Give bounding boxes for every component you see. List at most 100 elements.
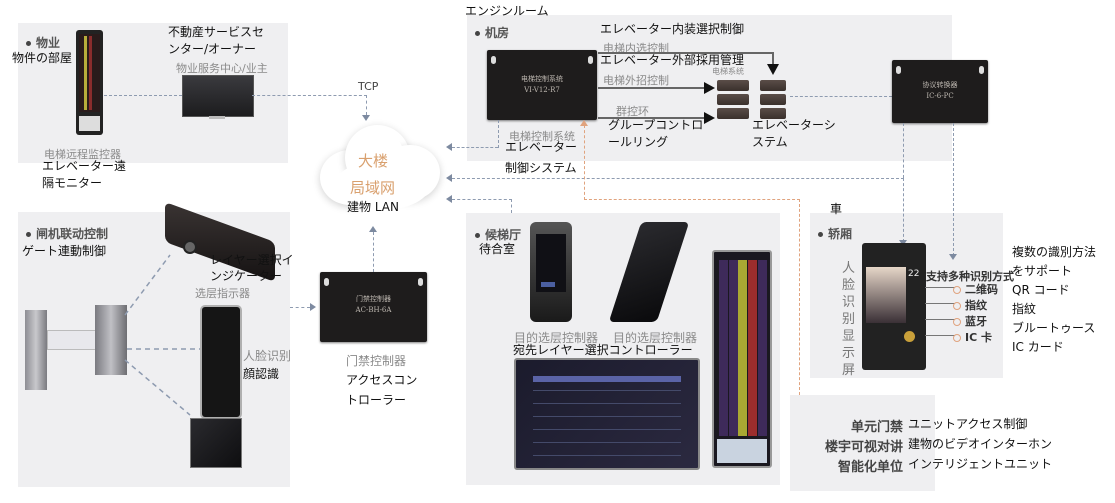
multi-id-cn: 支持多种识别方式 — [926, 270, 1014, 283]
orange-connector-vertical-2 — [799, 199, 800, 395]
turnstile-right — [95, 305, 127, 375]
face-display-label-cn: 人脸识别显示屏 — [842, 261, 856, 378]
connector-pc-to-tcp — [252, 95, 367, 96]
remote-monitor-device — [76, 30, 103, 135]
connector-lobby-up — [511, 199, 512, 213]
face-recognition-device — [200, 305, 242, 419]
inner-select-line — [598, 52, 773, 54]
elevator-system-stack-1 — [717, 80, 749, 122]
unit-intercom-jp: 建物のビデオインターホン — [908, 437, 1053, 451]
inner-select-arrow — [767, 64, 779, 75]
connector-controller-down — [498, 120, 499, 148]
group-ring-arrow — [704, 112, 715, 124]
access-controller-jp-2: トローラー — [346, 393, 407, 407]
monitor-stand — [209, 116, 225, 119]
arrow-controller-to-cloud — [446, 143, 452, 151]
connector-converter-to-cloud — [452, 178, 904, 179]
destination-controller-jp: 宛先レイヤー選択コントローラー — [513, 343, 693, 357]
multi-id-jp-1: 複数の識別方法 — [1012, 245, 1097, 259]
inner-select-jp: エレベーター内装選択制御 — [600, 22, 745, 36]
arrow-to-cloud — [362, 115, 370, 121]
remote-monitor-jp-1: エレベーター遠 — [42, 159, 127, 173]
elevator-system-cn: 电梯系统 — [712, 67, 744, 76]
remote-monitor-jp-2: 隔モニター — [42, 176, 103, 190]
property-section-title: 物业 — [26, 34, 60, 51]
arrow-gate-to-access — [310, 303, 316, 311]
controller-system-jp-1: エレベーター — [505, 140, 578, 154]
remote-monitor-cn: 电梯远程监控器 — [44, 148, 121, 161]
elevator-control-system-device: 电梯控制系统 VI-V12-R7 — [487, 50, 597, 120]
orange-connector-vertical-1 — [584, 125, 585, 200]
lobby-section-jp: 待合室 — [479, 242, 516, 256]
turnstile-left — [25, 310, 47, 390]
lobby-section-title: 候梯厅 — [475, 226, 521, 243]
lobby-dispatch-screen — [514, 358, 700, 470]
property-section-jp: 物件の部屋 — [12, 51, 73, 65]
cloud-label-cn-1: 大楼 — [358, 152, 389, 170]
elevator-system-jp-2: ステム — [752, 135, 788, 149]
machine-room-section-title: 机房 — [475, 24, 509, 41]
car-header-jp: 車 — [830, 202, 843, 216]
service-center-cn: 物业服务中心/业主 — [176, 62, 268, 75]
cloud-label-cn-2: 局域网 — [350, 179, 396, 197]
id-line-qr — [925, 287, 955, 288]
arrow-lobby-to-cloud — [446, 195, 452, 203]
connector-gate-to-access — [290, 307, 310, 308]
service-center-jp-1: 不動産サービスセ — [168, 25, 265, 39]
orange-arrow-up — [580, 120, 588, 126]
outer-call-cn: 电梯外招控制 — [603, 74, 669, 87]
id-method-qr-cn: 二维码 — [953, 281, 998, 297]
destination-keypad-device — [530, 222, 572, 322]
id-method-bluetooth-cn: 蓝牙 — [953, 313, 987, 329]
arrow-converter-to-cloud — [446, 174, 452, 182]
unit-intercom-cn: 楼宇可视对讲 — [824, 440, 903, 455]
outer-call-jp: エレベーター外部採用管理 — [600, 53, 745, 67]
connector-controller-to-cloud — [452, 147, 498, 148]
elevator-system-jp-1: エレベーターシ — [752, 118, 836, 132]
gate-section-title: 闸机联动控制 — [26, 225, 108, 242]
machine-room-header-jp: エンジンルーム — [465, 4, 549, 18]
service-center-jp-2: ンター/オーナー — [168, 42, 257, 56]
connector-converter-down-1 — [903, 123, 904, 178]
multi-id-jp-2: をサポート — [1012, 264, 1073, 278]
unit-access-jp: ユニットアクセス制御 — [908, 417, 1028, 431]
inner-select-line-down — [772, 52, 774, 64]
id-method-ic-card-cn: IC 卡 — [953, 329, 992, 345]
outer-call-arrow — [704, 82, 715, 94]
id-line-ic-card — [925, 335, 955, 336]
id-line-bluetooth — [925, 319, 955, 320]
floor-indicator-jp-1: レイヤー選択イ — [210, 253, 294, 267]
destination-controller-cn-1: 目的选层控制器 — [514, 331, 599, 345]
arrow-to-car-2 — [949, 254, 957, 260]
keypad-device — [190, 418, 242, 468]
arrow-access-to-cloud — [369, 226, 377, 232]
connector-tcp-down — [366, 95, 367, 115]
floor-indicator-camera-icon — [183, 240, 197, 254]
floor-indicator-jp-2: ンジケーター — [210, 269, 283, 283]
id-method-bluetooth-jp: ブルートゥース — [1012, 321, 1096, 335]
controller-system-jp-2: 制御システム — [505, 161, 577, 175]
access-controller-device: 门禁控制器 AC-BH-6A — [320, 272, 427, 342]
elevator-system-stack-2 — [760, 80, 786, 122]
connector-lobby-to-cloud — [452, 199, 512, 200]
unit-access-cn: 单元门禁 — [850, 420, 903, 435]
desktop-monitor-icon — [182, 75, 254, 117]
connector-converter-to-car-2 — [953, 123, 954, 256]
orange-connector-horizontal — [584, 199, 800, 200]
tcp-label: TCP — [358, 80, 379, 93]
car-section-title: 轿厢 — [818, 225, 852, 242]
connector-converter-to-car-1 — [903, 178, 904, 242]
cloud-label-jp: 建物 LAN — [347, 200, 399, 214]
id-method-ic-card-jp: IC カード — [1012, 340, 1064, 354]
car-screen-floor: 22 — [908, 269, 920, 279]
connector-elevator-to-converter — [790, 96, 892, 97]
face-recognition-cn: 人脸识别 — [243, 349, 292, 363]
floor-indicator-cn: 选层指示器 — [195, 287, 250, 300]
gate-section-jp: ゲート連動制御 — [22, 244, 107, 258]
car-face-recognition-screen: 22 — [862, 243, 926, 370]
inner-select-cn: 电梯内选控制 — [603, 42, 669, 55]
outer-call-line — [598, 87, 704, 89]
gate-connectors — [124, 254, 200, 416]
building-lan-cloud — [310, 120, 450, 215]
unit-intelligent-jp: インテリジェントユニット — [908, 457, 1053, 471]
